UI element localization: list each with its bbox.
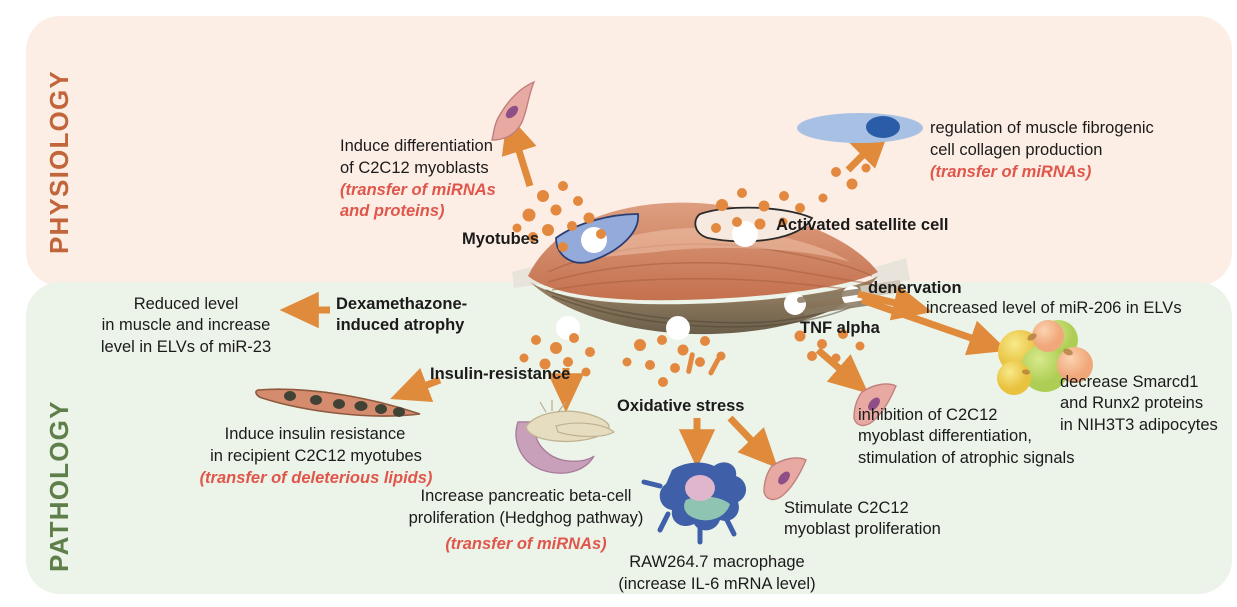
denervation-label: denervation — [868, 279, 962, 297]
induce-insulin-resistance-note: (transfer of deleterious lipids) — [199, 469, 433, 487]
pancreatic-line1: Increase pancreatic beta-cell — [420, 487, 632, 505]
insulin-resistance-label: Insulin-resistance — [430, 365, 571, 383]
myotubes-label: Myotubes — [462, 230, 540, 248]
induce-differentiation-note: (transfer of miRNAs and proteins) — [340, 181, 496, 221]
fibrogenic-note: (transfer of miRNAs) — [930, 163, 1092, 181]
inhibition-text: inhibition of C2C12 myoblast differentia… — [858, 406, 1075, 467]
induce-insulin-resistance-line2: in recipient C2C12 myotubes — [210, 447, 422, 465]
induce-differentiation-line2: of C2C12 myoblasts — [340, 159, 489, 177]
induce-differentiation-line1: Induce differentiation — [340, 137, 493, 155]
activated-satellite-cell-label: Activated satellite cell — [776, 216, 949, 234]
reduced-level-text: Reduced level in muscle and increase lev… — [100, 295, 272, 356]
fibrogenic-line1: regulation of muscle fibrogenic — [930, 119, 1154, 137]
pancreatic-note: (transfer of miRNAs) — [445, 535, 607, 553]
physiology-section-label: PHYSIOLOGY — [44, 70, 74, 254]
oxidative-stress-label: Oxidative stress — [617, 397, 745, 415]
mir206-text: increased level of miR-206 in ELVs — [926, 299, 1182, 317]
macrophage-line1: RAW264.7 macrophage — [629, 553, 805, 571]
macrophage-line2: (increase IL-6 mRNA level) — [618, 575, 816, 593]
pathology-section-label: PATHOLOGY — [44, 400, 74, 572]
pancreatic-line2: proliferation (Hedghog pathway) — [408, 509, 644, 527]
adipocytes-text: decrease Smarcd1 and Runx2 proteins in N… — [1060, 373, 1218, 434]
dexamethazone-label: Dexamethazone- induced atrophy — [336, 295, 468, 335]
induce-insulin-resistance-line1: Induce insulin resistance — [224, 425, 406, 443]
fibrogenic-line2: cell collagen production — [930, 141, 1103, 159]
stimulate-proliferation-text: Stimulate C2C12 myoblast proliferation — [784, 499, 941, 539]
tnf-alpha-label: TNF alpha — [800, 319, 880, 337]
